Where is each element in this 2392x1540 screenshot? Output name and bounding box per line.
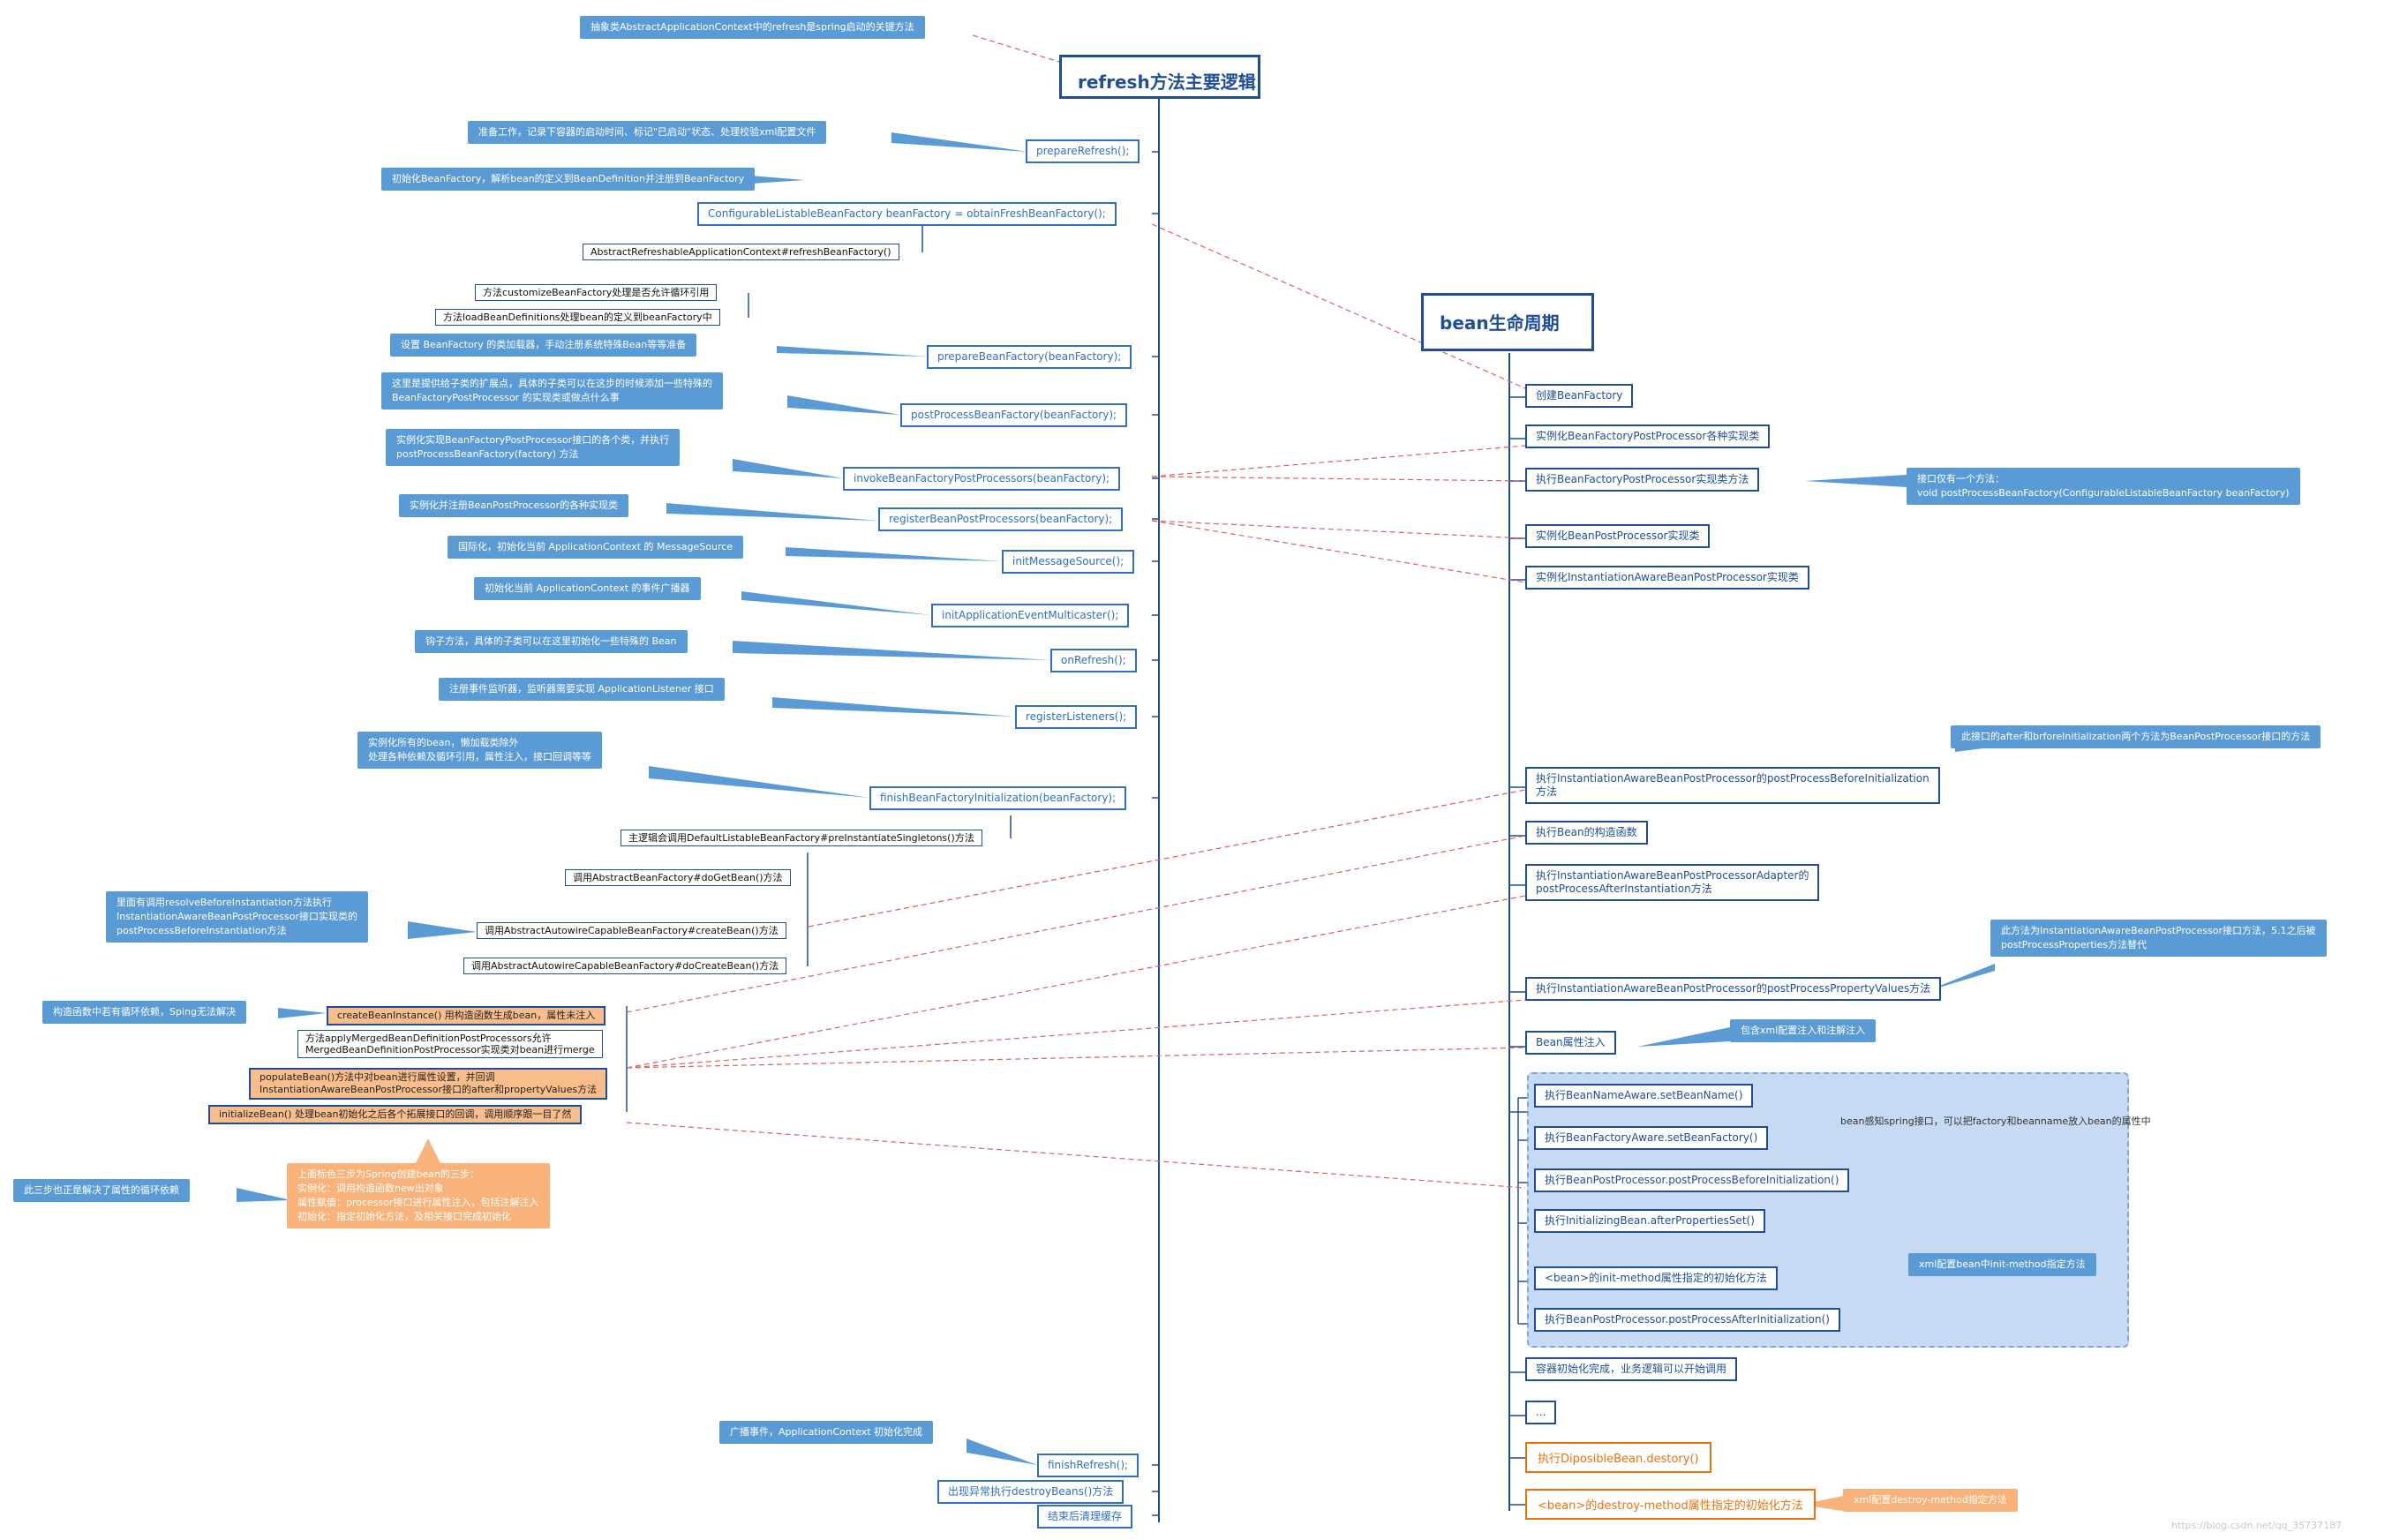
sub-apply-merged[interactable]: 方法applyMergedBeanDefinitionPostProcessor…	[297, 1030, 603, 1058]
note-prepare-bean-factory: 设置 BeanFactory 的类加载器，手动注册系统特殊Bean等等准备	[390, 334, 697, 357]
note-post-process-bean-factory: 这里是提供给子类的扩展点，具体的子类可以在这步的时候添加一些特殊的 BeanFa…	[381, 372, 723, 409]
note-init-message-source: 国际化，初始化当前 ApplicationContext 的 MessageSo…	[448, 536, 744, 559]
life-bpp-after-init[interactable]: 执行BeanPostProcessor.postProcessAfterInit…	[1534, 1308, 1840, 1332]
step-register-listeners[interactable]: registerListeners();	[1015, 705, 1138, 729]
life-before-line1: 执行InstantiationAwareBeanPostProcessor的po…	[1536, 772, 1929, 785]
sub-refresh-bean-factory[interactable]: AbstractRefreshableApplicationContext#re…	[583, 244, 899, 260]
step-post-process-bean-factory[interactable]: postProcessBeanFactory(beanFactory);	[900, 403, 1128, 427]
lifecycle-title: bean生命周期	[1421, 293, 1594, 351]
step-init-event-multicaster[interactable]: initApplicationEventMulticaster();	[931, 604, 1130, 627]
apply-merged-line1: 方法applyMergedBeanDefinitionPostProcessor…	[305, 1033, 552, 1044]
life-container-ready[interactable]: 容器初始化完成，业务逻辑可以开始调用	[1525, 1357, 1738, 1381]
note-register-bpp: 实例化并注册BeanPostProcessor的各种实现类	[399, 494, 629, 517]
life-bpp-before-init[interactable]: 执行BeanPostProcessor.postProcessBeforeIni…	[1534, 1168, 1850, 1192]
populate-line1: populateBean()方法中对bean进行属性设置，并回调	[260, 1071, 495, 1083]
note-finish-refresh: 广播事件，ApplicationContext 初始化完成	[719, 1421, 934, 1444]
step-invoke-bfpp[interactable]: invokeBeanFactoryPostProcessors(beanFact…	[843, 467, 1121, 491]
life-after-instantiation[interactable]: 执行InstantiationAwareBeanPostProcessorAda…	[1525, 864, 1820, 901]
watermark: https://blog.csdn.net/qq_35737187	[2171, 1520, 2343, 1531]
note-deprecated-method: 此方法为InstantiationAwareBeanPostProcessor接…	[1990, 920, 2327, 957]
life-set-bean-factory[interactable]: 执行BeanFactoryAware.setBeanFactory()	[1534, 1126, 1769, 1150]
step-init-message-source[interactable]: initMessageSource();	[1002, 550, 1135, 574]
sub-create-bean[interactable]: 调用AbstractAutowireCapableBeanFactory#cre…	[477, 922, 786, 939]
sub-customize-bean-factory[interactable]: 方法customizeBeanFactory处理是否允许循环引用	[475, 284, 718, 301]
apply-merged-line2: MergedBeanDefinitionPostProcessor实现类对bea…	[305, 1044, 595, 1055]
note-three-steps: 此三步也正是解决了属性的循环依赖	[13, 1179, 190, 1202]
life-disposable-destroy[interactable]: 执行DiposibleBean.destory()	[1525, 1442, 1711, 1473]
life-set-bean-name[interactable]: 执行BeanNameAware.setBeanName()	[1534, 1084, 1754, 1108]
note-resolve-before-instantiation: 里面有调用resolveBeforeInstantiation方法执行 Inst…	[106, 891, 369, 943]
note-invoke-bfpp: 实例化实现BeanFactoryPostProcessor接口的各个类，并执行 …	[386, 429, 681, 466]
note-init-event-multicaster: 初始化当前 ApplicationContext 的事件广播器	[474, 577, 701, 600]
iface-line2: void postProcessBeanFactory(Configurable…	[1917, 487, 2290, 499]
step-obtain-bean-factory[interactable]: ConfigurableListableBeanFactory beanFact…	[697, 202, 1117, 226]
life-constructor[interactable]: 执行Bean的构造函数	[1525, 821, 1648, 845]
orange-line1: 上面标色三步为Spring创建bean的三步：	[297, 1168, 479, 1180]
note-finish-line1: 实例化所有的bean，懒加载类除外	[368, 737, 519, 748]
note-on-refresh: 钩子方法，具体的子类可以在这里初始化一些特殊的 Bean	[415, 630, 688, 653]
life-property-values[interactable]: 执行InstantiationAwareBeanPostProcessor的po…	[1525, 977, 1942, 1001]
life-execute-bfpp[interactable]: 执行BeanFactoryPostProcessor实现类方法	[1525, 468, 1760, 492]
sub-create-bean-instance[interactable]: createBeanInstance() 用构造函数生成bean，属性未注入	[327, 1006, 606, 1025]
orange-line2: 实例化：调用构造函数new出对象	[297, 1183, 444, 1194]
note-init-method: xml配置bean中init-method指定方法	[1908, 1253, 2096, 1276]
note-aware: bean感知spring接口，可以把factory和beanname放入bean…	[1840, 1116, 2151, 1127]
life-property-injection[interactable]: Bean属性注入	[1525, 1031, 1616, 1055]
populate-line2: InstantiationAwareBeanPostProcessor接口的af…	[260, 1084, 598, 1095]
note-invoke-line2: postProcessBeanFactory(factory) 方法	[396, 448, 579, 460]
life-destroy-method[interactable]: <bean>的destroy-method属性指定的初始化方法	[1525, 1489, 1816, 1520]
deprecated-line2: postProcessProperties方法替代	[2001, 939, 2148, 950]
life-instantiate-iabpp[interactable]: 实例化InstantiationAwareBeanPostProcessor实现…	[1525, 566, 1809, 590]
resolve-line1: 里面有调用resolveBeforeInstantiation方法执行	[117, 897, 332, 908]
life-instantiate-bpp[interactable]: 实例化BeanPostProcessor实现类	[1525, 524, 1711, 548]
step-reset-caches[interactable]: 结束后清理缓存	[1037, 1505, 1133, 1529]
note-prepare-refresh: 准备工作，记录下容器的启动时间、标记"已启动"状态、处理校验xml配置文件	[468, 121, 827, 144]
sub-pre-instantiate-singletons[interactable]: 主逻辑会调用DefaultListableBeanFactory#preInst…	[621, 830, 982, 846]
life-instantiate-bfpp[interactable]: 实例化BeanFactoryPostProcessor各种实现类	[1525, 424, 1771, 448]
note-register-listeners: 注册事件监听器，监听器需要实现 ApplicationListener 接口	[439, 678, 725, 701]
life-after-properties-set[interactable]: 执行InitializingBean.afterPropertiesSet()	[1534, 1209, 1765, 1233]
top-note: 抽象类AbstractApplicationContext中的refresh是s…	[580, 16, 925, 39]
step-register-bpp[interactable]: registerBeanPostProcessors(beanFactory);	[878, 507, 1124, 531]
note-finish-line2: 处理各种依赖及循环引用，属性注入，接口回调等等	[368, 751, 591, 762]
step-on-refresh[interactable]: onRefresh();	[1050, 649, 1137, 672]
note-destroy-method: xml配置destroy-method指定方法	[1843, 1489, 2018, 1512]
orange-line4: 初始化：指定初始化方法，及相关接口完成初始化	[297, 1211, 511, 1222]
note-bfpp-interface: 接口仅有一个方法： void postProcessBeanFactory(Co…	[1907, 468, 2300, 505]
iface-line1: 接口仅有一个方法：	[1917, 473, 2005, 485]
note-invoke-line1: 实例化实现BeanFactoryPostProcessor接口的各个类，并执行	[396, 434, 670, 446]
sub-do-create-bean[interactable]: 调用AbstractAutowireCapableBeanFactory#doC…	[463, 958, 787, 974]
note-obtain-bean-factory: 初始化BeanFactory，解析bean的定义到BeanDefinition并…	[381, 168, 756, 191]
note-constructor-cycle: 构造函数中若有循环依赖，Sping无法解决	[42, 1001, 246, 1024]
step-prepare-bean-factory[interactable]: prepareBeanFactory(beanFactory);	[927, 345, 1132, 369]
step-destroy-beans[interactable]: 出现异常执行destroyBeans()方法	[937, 1480, 1125, 1504]
sub-initialize-bean[interactable]: initializeBean() 处理bean初始化之后各个拓展接口的回调，调用…	[208, 1105, 583, 1124]
refresh-title: refresh方法主要逻辑	[1059, 55, 1260, 99]
note-spring-three-steps: 上面标色三步为Spring创建bean的三步： 实例化：调用构造函数new出对象…	[287, 1163, 550, 1228]
step-finish-bean-factory-init[interactable]: finishBeanFactoryInitialization(beanFact…	[869, 786, 1127, 810]
life-ellipsis[interactable]: ...	[1525, 1401, 1557, 1424]
step-prepare-refresh[interactable]: prepareRefresh();	[1026, 139, 1140, 163]
life-after-line2: postProcessAfterInstantiation方法	[1536, 883, 1712, 895]
sub-do-get-bean[interactable]: 调用AbstractBeanFactory#doGetBean()方法	[565, 869, 791, 886]
life-create-bean-factory[interactable]: 创建BeanFactory	[1525, 384, 1634, 408]
life-after-line1: 执行InstantiationAwareBeanPostProcessorAda…	[1536, 869, 1809, 882]
note-ppbf-line1: 这里是提供给子类的扩展点，具体的子类可以在这步的时候添加一些特殊的	[392, 378, 712, 389]
life-before-initialization[interactable]: 执行InstantiationAwareBeanPostProcessor的po…	[1525, 767, 1940, 804]
sub-load-bean-definitions[interactable]: 方法loadBeanDefinitions处理bean的定义到beanFacto…	[435, 309, 720, 326]
note-ppbf-line2: BeanFactoryPostProcessor 的实现类或做点什么事	[392, 392, 620, 403]
note-after-before-methods: 此接口的after和brforeInitialization两个方法为BeanP…	[1951, 725, 2321, 748]
deprecated-line1: 此方法为InstantiationAwareBeanPostProcessor接…	[2001, 925, 2316, 936]
note-xml-annotation-injection: 包含xml配置注入和注解注入	[1730, 1019, 1877, 1042]
sub-populate-bean[interactable]: populateBean()方法中对bean进行属性设置，并回调 Instant…	[249, 1068, 608, 1100]
orange-line3: 属性赋值：processor接口进行属性注入，包括注解注入	[297, 1197, 539, 1208]
resolve-line3: postProcessBeforeInstantiation方法	[117, 925, 287, 936]
life-init-method[interactable]: <bean>的init-method属性指定的初始化方法	[1534, 1266, 1778, 1290]
life-before-line2: 方法	[1536, 785, 1558, 798]
step-finish-refresh[interactable]: finishRefresh();	[1037, 1454, 1140, 1477]
note-finish-bf-init: 实例化所有的bean，懒加载类除外 处理各种依赖及循环引用，属性注入，接口回调等…	[357, 732, 602, 769]
resolve-line2: InstantiationAwareBeanPostProcessor接口实现类…	[117, 911, 358, 922]
